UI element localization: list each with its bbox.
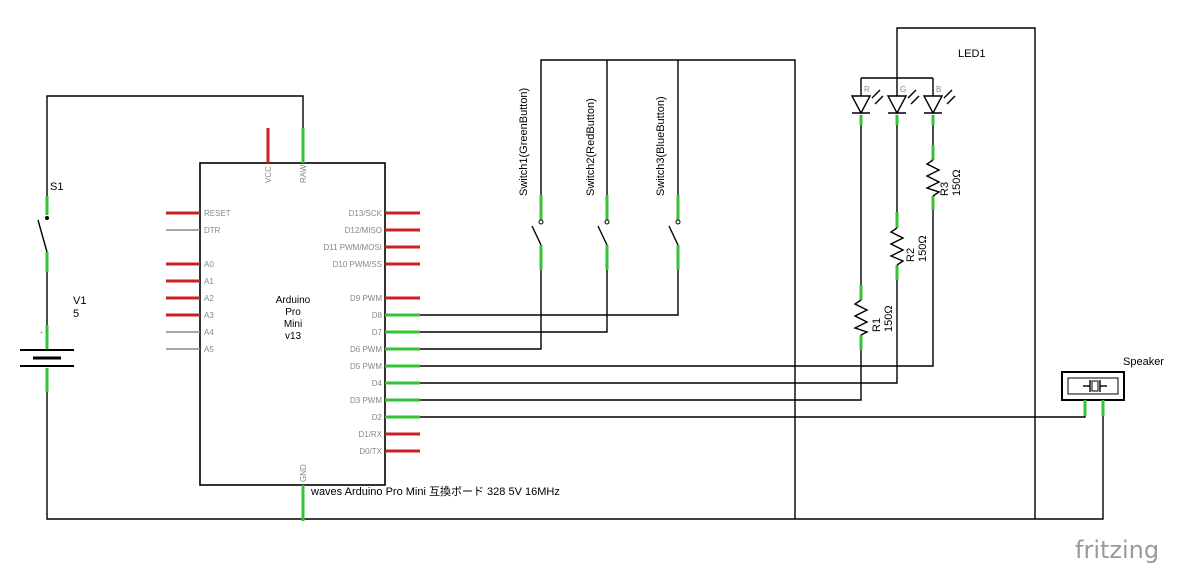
r2-zigzag: [889, 227, 905, 266]
switch2-lever: [597, 225, 608, 246]
power-switch-s1[interactable]: S1: [37, 181, 63, 272]
a5-label: A5: [204, 345, 214, 354]
arduino-part-label: waves Arduino Pro Mini 互換ボード 328 5V 16MH…: [310, 485, 560, 498]
switch1-contact: [538, 219, 544, 225]
d9-label: D9 PWM: [350, 294, 382, 303]
vcc-pin-label: VCC: [264, 166, 273, 183]
switch-common-wire: [540, 59, 796, 519]
switch-2[interactable]: Switch2(RedButton): [585, 98, 610, 270]
a0-label: A0: [204, 260, 214, 269]
led-common-wire: [896, 27, 1036, 519]
led-b-label: B: [936, 85, 941, 94]
resistor-r3[interactable]: R3 150Ω: [925, 145, 963, 210]
switch1-lever: [531, 225, 542, 246]
r3-value: 150Ω: [951, 169, 963, 196]
s1-label: S1: [50, 181, 63, 193]
switch3-contact: [675, 219, 681, 225]
led-red-diode: R: [850, 85, 884, 115]
d2-label: D2: [372, 413, 383, 422]
gnd-pin-label: GND: [299, 464, 308, 482]
led-r-label: R: [864, 85, 870, 94]
a3-label: A3: [204, 311, 214, 320]
ground-bus-wire: [46, 385, 1104, 520]
s1-contact: [45, 216, 49, 220]
arduino-name-line-4: v13: [285, 331, 302, 342]
d6-label: D6 PWM: [350, 345, 382, 354]
fritzing-logo: fritzing: [1075, 536, 1159, 564]
d7-wire: [420, 270, 608, 333]
d13-label: D13/SCK: [349, 209, 383, 218]
resistor-r1[interactable]: R1 150Ω: [853, 285, 895, 350]
r2-label: R2: [905, 248, 917, 262]
r3-label: R3: [939, 182, 951, 196]
switch-1[interactable]: Switch1(GreenButton): [518, 88, 544, 270]
speaker[interactable]: Speaker: [1061, 356, 1164, 416]
d1-label: D1/RX: [358, 430, 382, 439]
a1-label: A1: [204, 277, 214, 286]
arduino-body: [199, 162, 386, 486]
d4-label: D4: [372, 379, 383, 388]
switch3-label: Switch3(BlueButton): [655, 96, 667, 196]
raw-pin-label: RAW: [299, 164, 308, 183]
battery-plus-sign: +: [40, 330, 43, 336]
battery-value: 5: [73, 308, 79, 320]
r2-value: 150Ω: [917, 235, 929, 262]
d8-label: D8: [372, 311, 383, 320]
a4-label: A4: [204, 328, 214, 337]
d11-label: D11 PWM/MOSI: [323, 243, 382, 252]
d8-wire: [420, 270, 679, 316]
d0-label: D0/TX: [359, 447, 382, 456]
d10-label: D10 PWM/SS: [333, 260, 382, 269]
a2-label: A2: [204, 294, 214, 303]
led-label: LED1: [958, 48, 986, 60]
d12-label: D12/MISO: [345, 226, 382, 235]
speaker-inner: [1067, 377, 1119, 395]
s1-raw-wire: [46, 95, 304, 198]
led-blue-diode: B: [922, 85, 956, 115]
resistor-r2[interactable]: R2 150Ω: [889, 212, 929, 280]
battery-label: V1: [73, 295, 86, 307]
r3-zigzag: [925, 159, 941, 197]
dtr-label: DTR: [204, 226, 221, 235]
d3-label: D3 PWM: [350, 396, 382, 405]
arduino-name-line-1: Arduino: [276, 295, 311, 306]
speaker-body: [1061, 371, 1125, 401]
r1-zigzag: [853, 299, 869, 336]
led-green-diode: G: [886, 85, 920, 115]
switch3-lever: [668, 225, 679, 246]
d5-wire: [420, 210, 934, 367]
d4-wire: [420, 280, 898, 384]
wires: [46, 27, 1104, 520]
r1-label: R1: [871, 318, 883, 332]
r1-value: 150Ω: [883, 305, 895, 332]
arduino-name-line-2: Pro: [285, 307, 301, 318]
arduino-pro-mini[interactable]: VCC RAW GND RESET DTR A0 A1 A2 A3 A4 A5: [166, 128, 560, 521]
rgb-led[interactable]: LED1 R G B: [850, 48, 986, 125]
d7-label: D7: [372, 328, 383, 337]
speaker-label: Speaker: [1123, 356, 1164, 368]
switch-3[interactable]: Switch3(BlueButton): [655, 96, 681, 270]
d3-wire: [420, 350, 862, 401]
d5-label: D5 PWM: [350, 362, 382, 371]
reset-label: RESET: [204, 209, 231, 218]
led-g-label: G: [900, 85, 906, 94]
switch1-label: Switch1(GreenButton): [518, 88, 530, 196]
d2-speaker-wire: [420, 410, 1086, 418]
d6-wire: [420, 270, 542, 350]
switch2-contact: [604, 219, 610, 225]
battery-v1[interactable]: V1 5 +: [20, 295, 86, 392]
switch2-label: Switch2(RedButton): [585, 98, 597, 196]
s1-lever: [37, 219, 48, 253]
arduino-name-line-3: Mini: [284, 319, 302, 330]
speaker-mark-center: [1091, 380, 1099, 392]
